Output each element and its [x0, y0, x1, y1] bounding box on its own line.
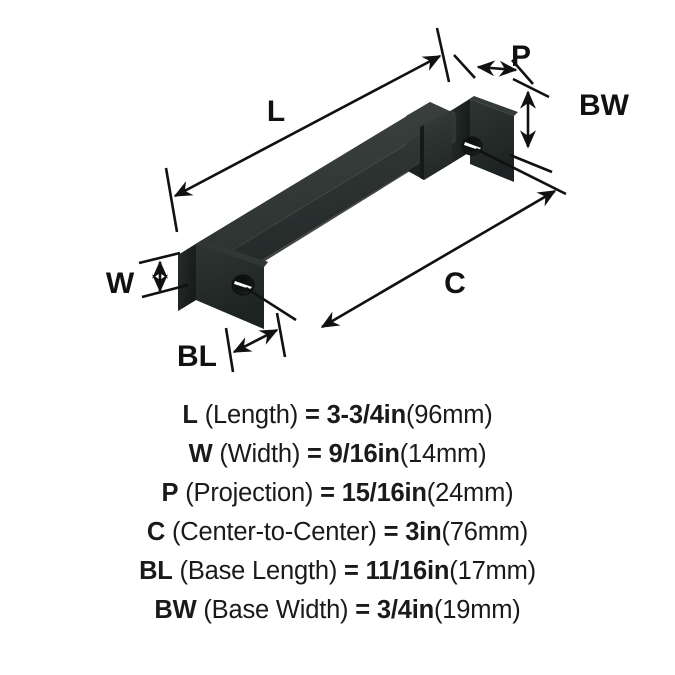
spec-row-center-to-center: C (Center-to-Center) = 3in(76mm) — [147, 513, 528, 552]
dimension-labels: L W P C BL BW — [106, 40, 630, 373]
spec-equals: = — [355, 596, 370, 624]
dimension-lines — [138, 27, 567, 373]
bw-extension-bottom — [509, 153, 553, 174]
handle-illustration — [178, 96, 518, 329]
dim-label-P: P — [511, 40, 531, 73]
spec-value-in: 3-3/4in — [326, 401, 407, 429]
spec-value-in: 9/16in — [328, 440, 400, 468]
left-hole-highlight — [234, 281, 252, 289]
spec-equals: = — [344, 557, 359, 585]
bl-extension-right — [275, 312, 287, 358]
spec-row-width: W (Width) = 9/16in(14mm) — [189, 435, 487, 474]
bl-extension-left — [224, 327, 235, 373]
spec-name: (Projection) — [185, 479, 314, 507]
spec-row-base-length: BL (Base Length) = 11/16in(17mm) — [139, 552, 536, 591]
left-base-side-2 — [178, 244, 196, 311]
bl-dimension-line — [232, 328, 279, 354]
spec-name: (Length) — [204, 401, 299, 429]
spec-row-base-width: BW (Base Width) = 3/4in(19mm) — [154, 591, 520, 630]
spec-value-mm: (96mm) — [405, 401, 493, 429]
spec-value-mm: (24mm) — [426, 479, 514, 507]
left-base-top-2 — [178, 240, 268, 267]
c-dimension-line — [320, 189, 557, 329]
dim-label-W: W — [106, 267, 135, 300]
spec-name: (Width) — [219, 440, 301, 468]
spec-value-in: 11/16in — [365, 557, 450, 585]
dim-label-BW: BW — [579, 89, 630, 122]
spec-abbr: W — [188, 440, 213, 468]
w-extension-top — [138, 251, 181, 265]
dim-label-BL: BL — [177, 340, 217, 373]
right-screw-hole-rim — [461, 136, 483, 156]
spec-value-in: 15/16in — [341, 479, 427, 507]
spec-name: (Base Width) — [203, 596, 349, 624]
spec-value-in: 3/4in — [376, 596, 434, 624]
product-drawing: L W P C BL BW — [106, 27, 630, 373]
spec-value-mm: (14mm) — [399, 440, 487, 468]
spec-name: (Center-to-Center) — [172, 518, 377, 546]
p-dimension-line — [476, 60, 518, 77]
spec-value-mm: (17mm) — [449, 557, 536, 585]
right-leg-inner-edge — [420, 125, 424, 180]
spec-row-length: L (Length) = 3-3/4in(96mm) — [182, 396, 492, 435]
spec-abbr: P — [161, 479, 179, 507]
p-extension-left — [453, 54, 476, 79]
spec-value-mm: (19mm) — [433, 596, 521, 624]
spec-abbr: L — [182, 401, 198, 429]
spec-row-projection: P (Projection) = 15/16in(24mm) — [162, 474, 514, 513]
dim-label-L: L — [267, 95, 285, 128]
spec-equals: = — [383, 518, 399, 546]
spec-abbr: BW — [154, 596, 197, 624]
bw-extension-top — [512, 77, 550, 99]
c-leader-right — [475, 147, 567, 196]
spec-equals: = — [320, 479, 335, 507]
spec-value-in: 3in — [405, 518, 442, 546]
right-base-top — [452, 96, 518, 116]
left-base-face-2 — [196, 244, 264, 329]
c-leader-left — [245, 286, 297, 322]
spec-name: (Base Length) — [179, 557, 338, 585]
l-dimension-line — [173, 54, 442, 198]
spec-value-mm: (76mm) — [441, 518, 529, 546]
left-screw-hole-rim — [231, 274, 255, 296]
l-extension-right — [435, 27, 451, 83]
specifications-list: L (Length) = 3-3/4in(96mm) W (Width) = 9… — [0, 392, 675, 675]
l-extension-left — [164, 167, 179, 233]
dim-label-C: C — [444, 267, 466, 300]
spec-equals: = — [307, 440, 322, 468]
spec-abbr: BL — [139, 557, 173, 585]
spec-abbr: C — [146, 518, 166, 546]
bar-top-face — [202, 102, 456, 253]
spec-equals: = — [304, 401, 320, 429]
